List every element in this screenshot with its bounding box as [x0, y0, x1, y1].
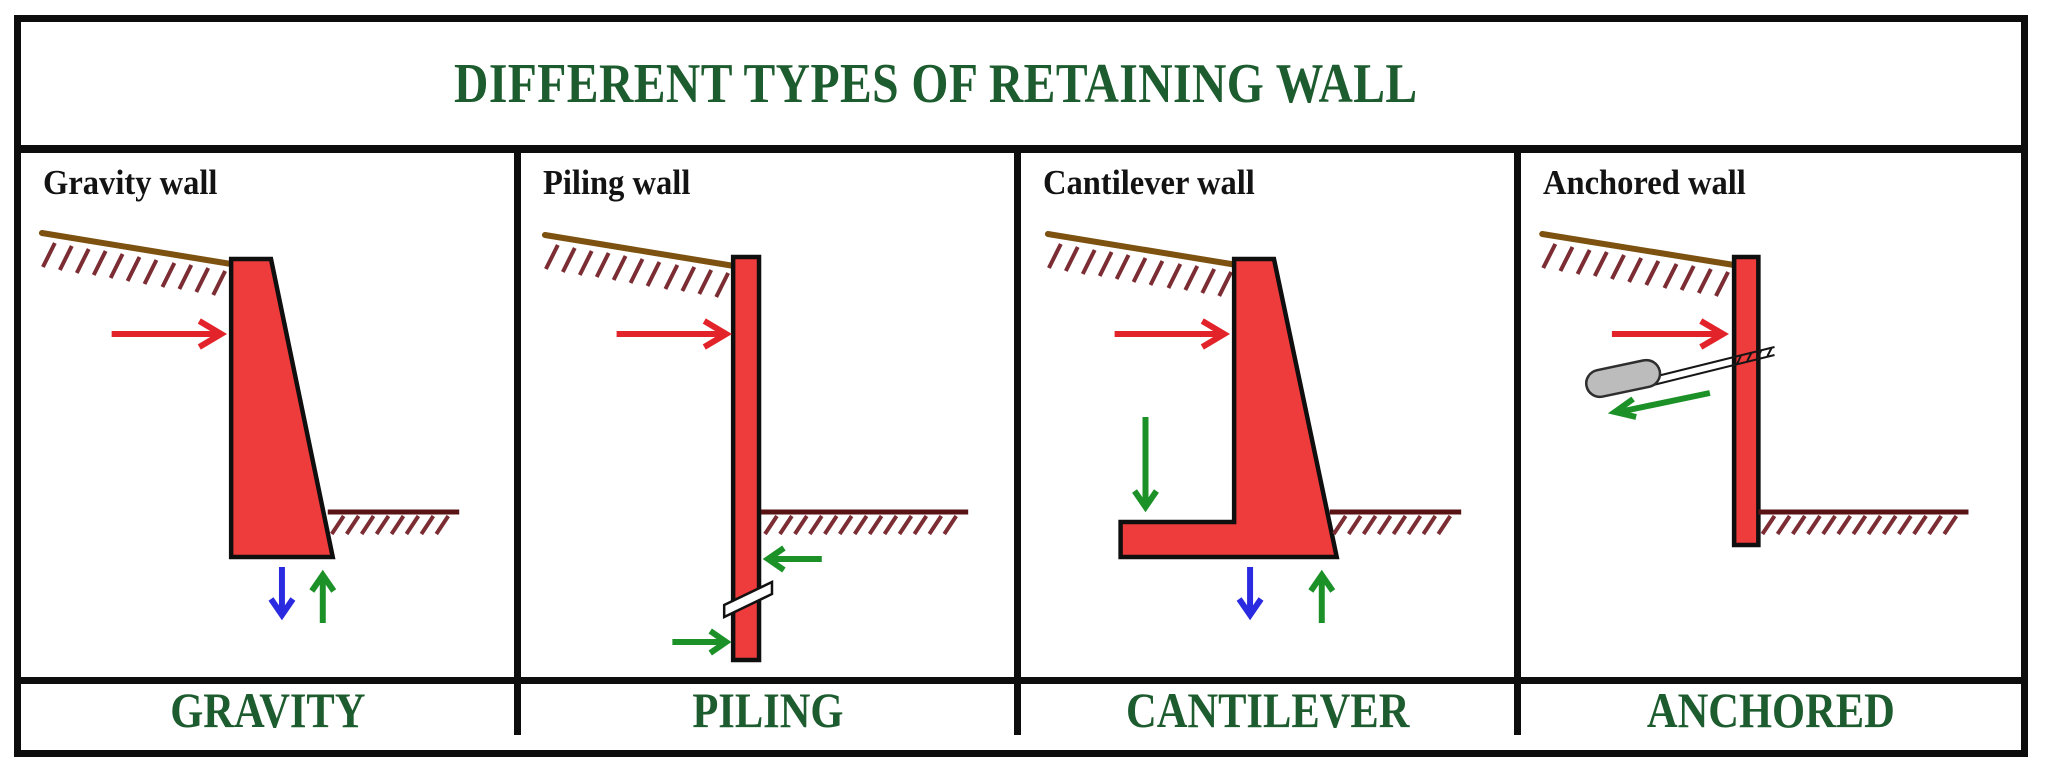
diagram-panels: Gravity wall Piling wall [21, 153, 2021, 677]
ground-line [1758, 512, 1968, 534]
backfill-slope [1048, 234, 1237, 296]
ground-line [328, 512, 459, 534]
anchor-tie-rod [1653, 346, 1775, 386]
weight-force-arrow [1239, 567, 1261, 615]
toe-resistance-arrow [672, 631, 726, 653]
panel-header-anchored: Anchored wall [1543, 163, 1746, 202]
weight-force-arrow [271, 567, 293, 615]
panel-header-piling: Piling wall [543, 163, 691, 202]
panel-piling: Piling wall [521, 153, 1021, 677]
label-cell-cantilever: CANTILEVER [1021, 684, 1521, 735]
anchor-pull-arrow [1607, 390, 1711, 420]
lateral-earth-pressure-arrow [1115, 321, 1225, 347]
panel-label-anchored: ANCHORED [1647, 681, 1895, 738]
anchored-wall-diagram [1521, 153, 2021, 548]
lateral-earth-pressure-arrow [617, 321, 727, 347]
retaining-wall-figure: DIFFERENT TYPES OF RETAINING WALL Gravit… [14, 15, 2028, 757]
label-row: GRAVITY PILING CANTILEVER ANCHORED [21, 677, 2021, 735]
ground-line [1330, 512, 1461, 534]
passive-resistance-arrow [768, 548, 822, 570]
lateral-earth-pressure-arrow [1612, 321, 1723, 347]
pile-wall-shape [730, 254, 762, 663]
backfill-slope [42, 233, 231, 295]
ground-line [761, 512, 968, 534]
figure-title: DIFFERENT TYPES OF RETAINING WALL [454, 52, 1418, 115]
backfill-slope [545, 235, 734, 297]
panel-label-cantilever: CANTILEVER [1125, 681, 1410, 738]
panel-label-gravity: GRAVITY [169, 681, 366, 738]
heel-load-arrow [1135, 417, 1157, 507]
panel-cantilever: Cantilever wall [1021, 153, 1521, 677]
panel-header-cantilever: Cantilever wall [1043, 163, 1255, 202]
piling-wall-diagram [521, 153, 1014, 663]
gravity-wall-shape [228, 256, 336, 560]
cantilever-wall-shape [1118, 256, 1340, 560]
label-cell-gravity: GRAVITY [21, 684, 521, 735]
bearing-reaction-arrow [312, 575, 334, 623]
backfill-slope [1542, 234, 1734, 296]
anchored-wall-shape [1731, 254, 1761, 548]
label-cell-anchored: ANCHORED [1521, 684, 2021, 735]
label-cell-piling: PILING [521, 684, 1021, 735]
pile-break-symbol [722, 580, 774, 619]
lateral-earth-pressure-arrow [112, 321, 222, 347]
panel-label-piling: PILING [691, 681, 844, 738]
panel-header-gravity: Gravity wall [43, 163, 218, 202]
bearing-reaction-arrow [1311, 575, 1333, 623]
cantilever-wall-diagram [1021, 153, 1514, 677]
anchor-body [1585, 358, 1662, 399]
panel-gravity: Gravity wall [21, 153, 521, 677]
gravity-wall-diagram [21, 153, 514, 677]
title-band: DIFFERENT TYPES OF RETAINING WALL [21, 22, 2021, 153]
panel-anchored: Anchored wall [1521, 153, 2021, 677]
